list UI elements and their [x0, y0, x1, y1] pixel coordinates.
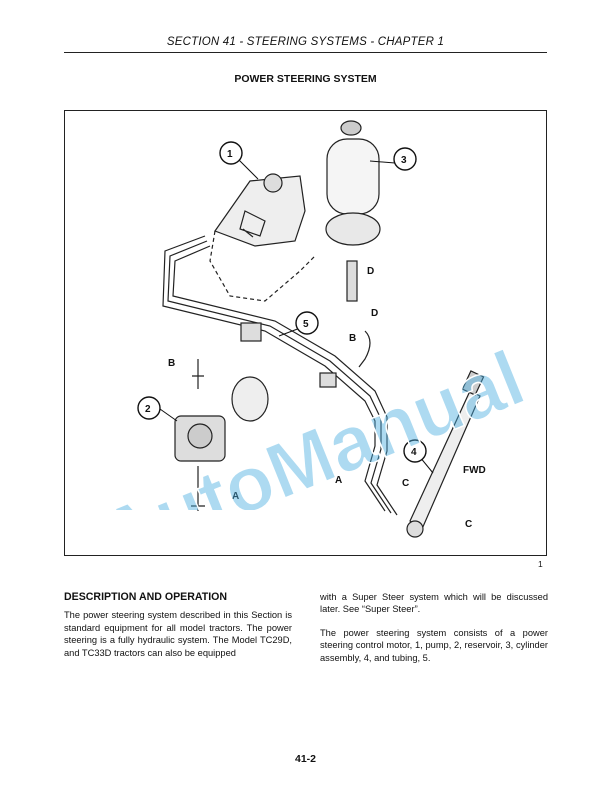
reservoir-base	[325, 212, 381, 246]
callout-circles	[137, 141, 427, 463]
reservoir-hose	[358, 330, 371, 368]
page-number: 41-2	[294, 753, 316, 765]
letter-a-right: A	[335, 475, 342, 486]
cylinder-eye	[406, 520, 424, 538]
pump-flange	[231, 376, 269, 422]
tubing-third	[172, 245, 398, 516]
diagram-illustration: 1 2 3 4 5 B D D B A A C C FWD	[137, 120, 486, 538]
letter-d-mid: D	[371, 308, 378, 319]
pump-fitting-bottom	[191, 466, 205, 511]
power-steering-diagram: 1 2 3 4 5 B D D B A A C C FWD	[64, 110, 547, 556]
letter-b-top: B	[168, 358, 175, 369]
letter-a-left: A	[232, 491, 239, 502]
letter-b-mid: B	[349, 333, 356, 344]
header-rule	[64, 52, 547, 53]
right-column: with a Super Steer system which will be …	[320, 591, 548, 675]
control-motor-bracket	[209, 230, 316, 302]
figure-number: 1	[538, 559, 543, 569]
cylinder-rod-end	[461, 370, 485, 396]
tubing-second	[167, 240, 392, 514]
callout-5: 5	[303, 319, 309, 330]
tubing-clamp	[240, 322, 262, 342]
callout-1: 1	[227, 149, 233, 160]
section-heading: DESCRIPTION AND OPERATION	[64, 591, 228, 603]
components-paragraph: The power steering system consists of a …	[320, 627, 548, 663]
letter-d-top: D	[367, 266, 374, 277]
super-steer-paragraph: with a Super Steer system which will be …	[320, 592, 548, 615]
reservoir-outlet	[346, 260, 358, 302]
tubing-main	[162, 235, 386, 512]
letter-c-lower: C	[465, 519, 472, 530]
left-column: DESCRIPTION AND OPERATION The power stee…	[64, 591, 292, 670]
fwd-label: FWD	[463, 465, 486, 476]
callout-4: 4	[411, 447, 417, 458]
callout-3: 3	[401, 155, 407, 166]
tubing-clamp-2	[319, 372, 337, 388]
section-header: SECTION 41 - STEERING SYSTEMS - CHAPTER …	[166, 36, 445, 48]
figure-title: POWER STEERING SYSTEM	[234, 73, 377, 85]
control-motor-fittings	[239, 210, 266, 238]
reservoir-canister	[326, 138, 380, 215]
intro-paragraph: The power steering system described in t…	[64, 610, 292, 658]
letter-c-upper: C	[402, 478, 409, 489]
callout-2: 2	[145, 404, 151, 415]
control-motor-body	[214, 175, 306, 247]
control-motor-shaft	[263, 173, 283, 193]
pump-gear	[187, 423, 213, 449]
reservoir-cap	[340, 120, 362, 136]
pump-fitting-top	[192, 359, 204, 389]
